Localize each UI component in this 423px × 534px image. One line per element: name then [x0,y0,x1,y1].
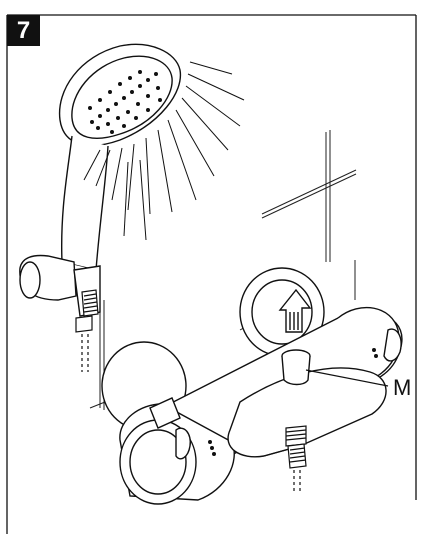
step-number-badge: 7 [7,15,40,46]
hose-connector [75,289,99,372]
shower-nozzles [88,70,162,134]
bath-hose-connector [285,425,307,492]
wall-holder [19,254,101,317]
water-spray [83,61,245,241]
figure-frame [6,14,417,534]
thermostat-mixer [101,267,403,505]
callout-label-m: M [393,375,412,400]
callout-leader [305,369,389,387]
lift-arrow [278,288,312,333]
